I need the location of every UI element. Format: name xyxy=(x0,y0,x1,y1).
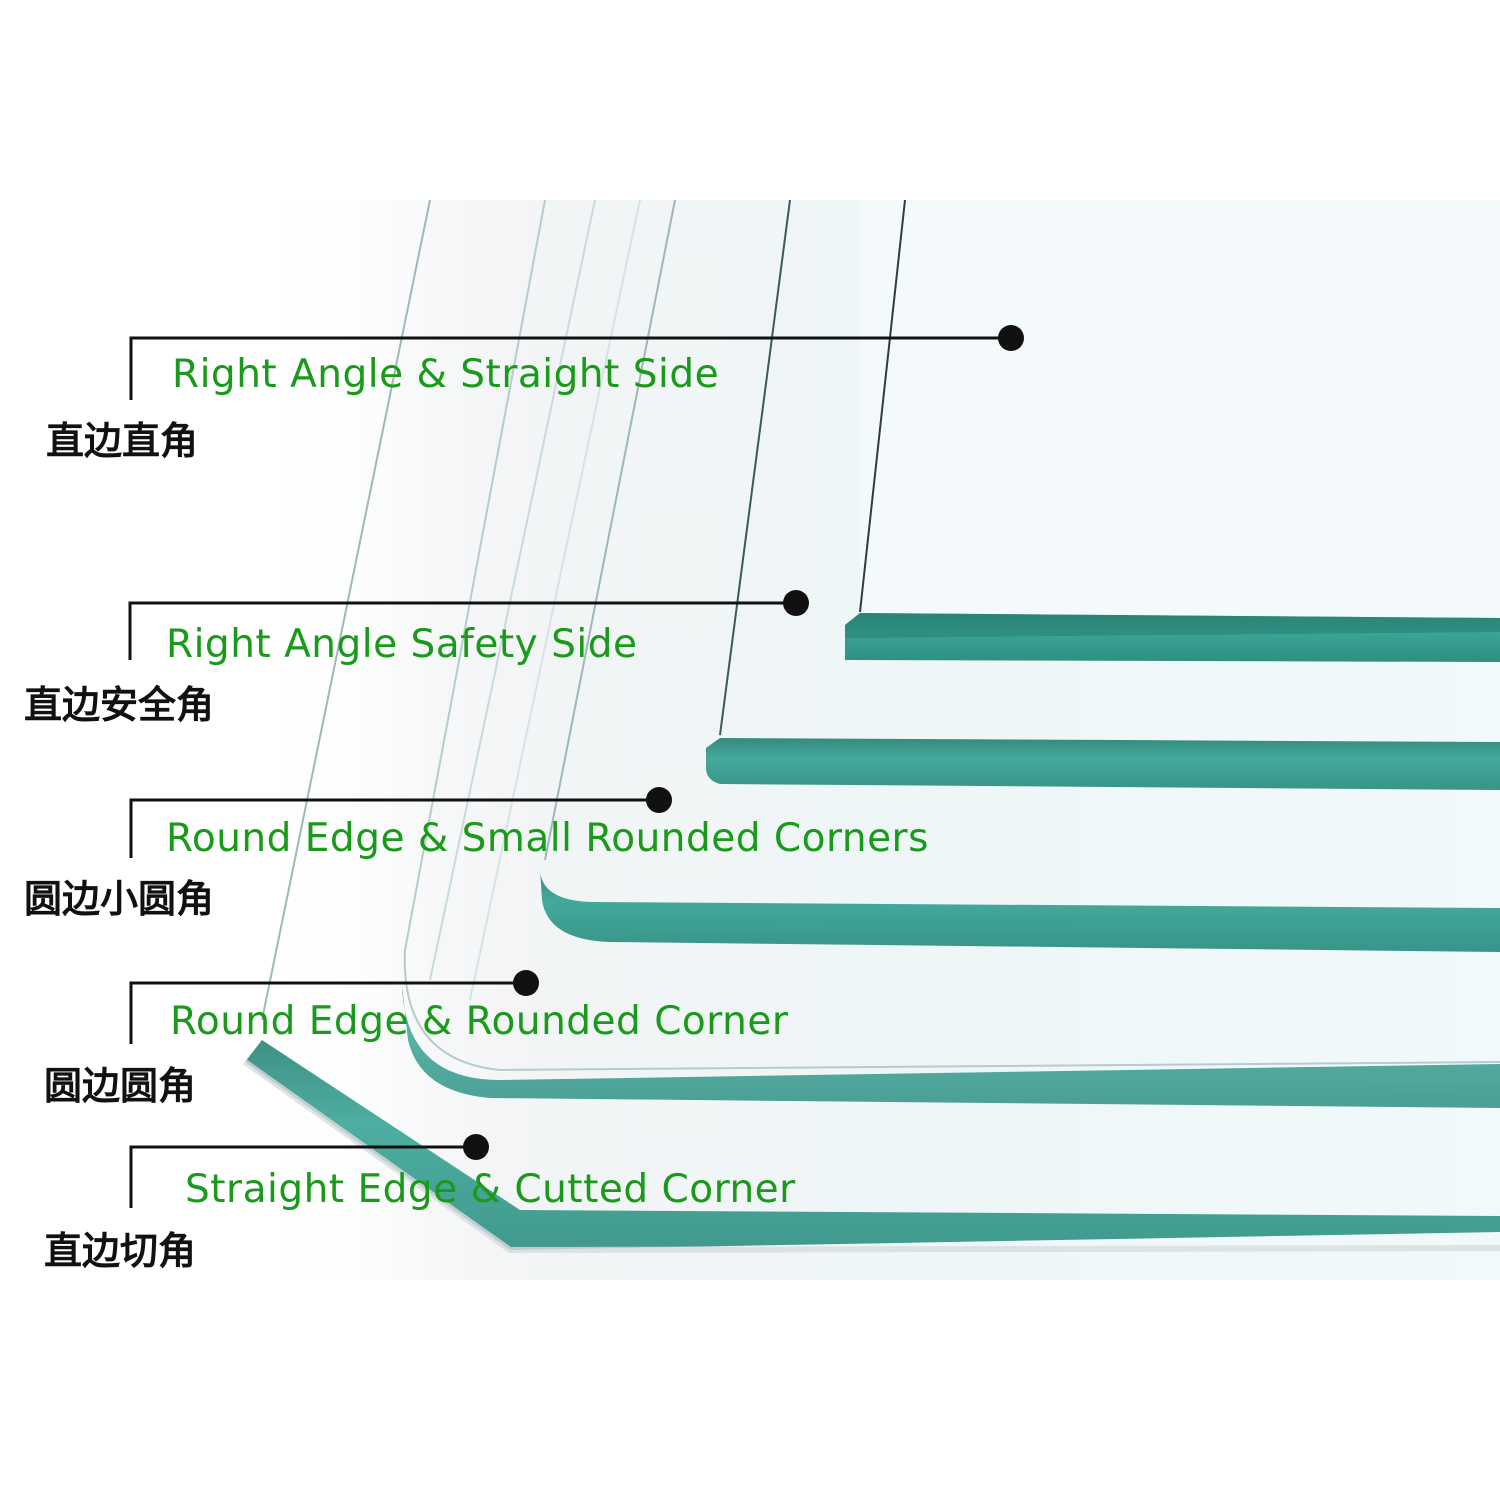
label-zh-round-edge-small-rounded-corners: 圆边小圆角 xyxy=(24,877,215,921)
label-zh-right-angle-safety-side: 直边安全角 xyxy=(24,683,215,727)
panel-small-rounded-corners xyxy=(540,199,1500,952)
label-right-angle-straight-side: Right Angle & Straight Side xyxy=(172,352,720,397)
panel-straight-side xyxy=(845,199,1500,662)
label-right-angle-safety-side: Right Angle Safety Side xyxy=(166,622,638,667)
label-zh-right-angle-straight-side: 直边直角 xyxy=(46,419,199,463)
label-straight-edge-cutted-corner: Straight Edge & Cutted Corner xyxy=(185,1167,796,1212)
label-round-edge-small-rounded-corners: Round Edge & Small Rounded Corners xyxy=(166,816,929,861)
label-zh-straight-edge-cutted-corner: 直边切角 xyxy=(44,1229,197,1273)
label-zh-round-edge-rounded-corner: 圆边圆角 xyxy=(44,1064,197,1108)
label-round-edge-rounded-corner: Round Edge & Rounded Corner xyxy=(170,999,789,1044)
